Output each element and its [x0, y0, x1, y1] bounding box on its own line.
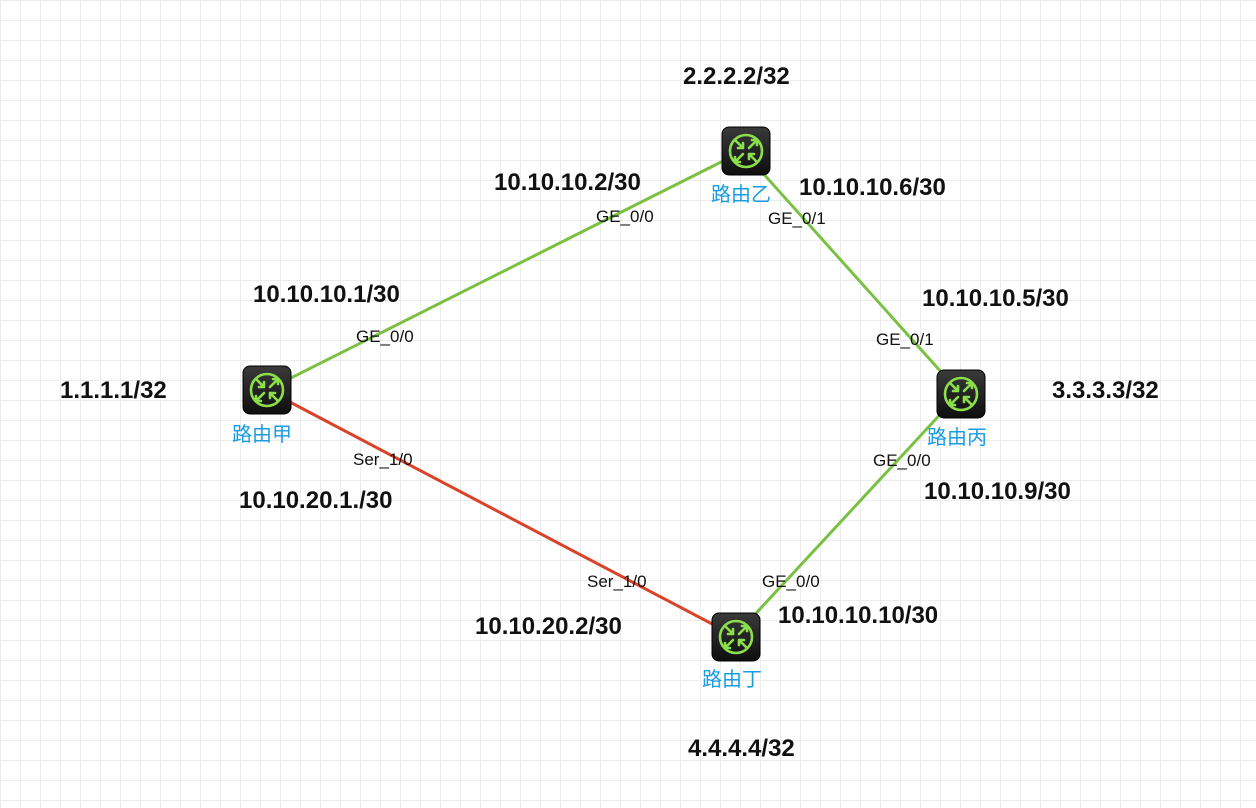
link-b-c-ip-c: 10.10.10.5/30: [922, 285, 1069, 312]
link-b-c-port-b: GE_0/1: [768, 209, 826, 228]
router-a-name: 路由甲: [232, 422, 292, 446]
link-b-c[interactable]: [741, 149, 962, 395]
router-a-icon[interactable]: [242, 365, 292, 415]
router-d-icon[interactable]: [711, 612, 761, 662]
link-a-b-ip-a: 10.10.10.1/30: [253, 281, 400, 308]
link-b-c-ip-b: 10.10.10.6/30: [799, 174, 946, 201]
router-b-icon[interactable]: [721, 126, 771, 176]
link-a-d-ip-a: 10.10.20.1./30: [239, 487, 393, 514]
router-c-loopback: 3.3.3.3/32: [1052, 377, 1159, 404]
link-a-d-port-a: Ser_1/0: [353, 450, 413, 469]
link-a-d[interactable]: [266, 388, 736, 638]
router-b-loopback: 2.2.2.2/32: [683, 63, 790, 90]
link-a-b[interactable]: [266, 149, 744, 392]
router-d-loopback: 4.4.4.4/32: [688, 735, 795, 762]
link-a-b-port-a: GE_0/0: [356, 327, 414, 346]
link-a-d-port-d: Ser_1/0: [587, 572, 647, 591]
link-b-c-port-c: GE_0/1: [876, 330, 934, 349]
link-a-b-port-b: GE_0/0: [596, 207, 654, 226]
link-c-d-ip-c: 10.10.10.9/30: [924, 478, 1071, 505]
link-c-d[interactable]: [733, 391, 962, 638]
link-a-d-ip-d: 10.10.20.2/30: [475, 613, 622, 640]
router-d-name: 路由丁: [702, 667, 762, 691]
router-a-loopback: 1.1.1.1/32: [60, 377, 167, 404]
router-c-name: 路由丙: [927, 425, 987, 449]
router-b-name: 路由乙: [711, 182, 771, 206]
link-c-d-port-c: GE_0/0: [873, 451, 931, 470]
link-a-b-ip-b: 10.10.10.2/30: [494, 169, 641, 196]
link-c-d-ip-d: 10.10.10.10/30: [778, 602, 939, 629]
router-c-icon[interactable]: [936, 369, 986, 419]
link-c-d-port-d: GE_0/0: [762, 572, 820, 591]
